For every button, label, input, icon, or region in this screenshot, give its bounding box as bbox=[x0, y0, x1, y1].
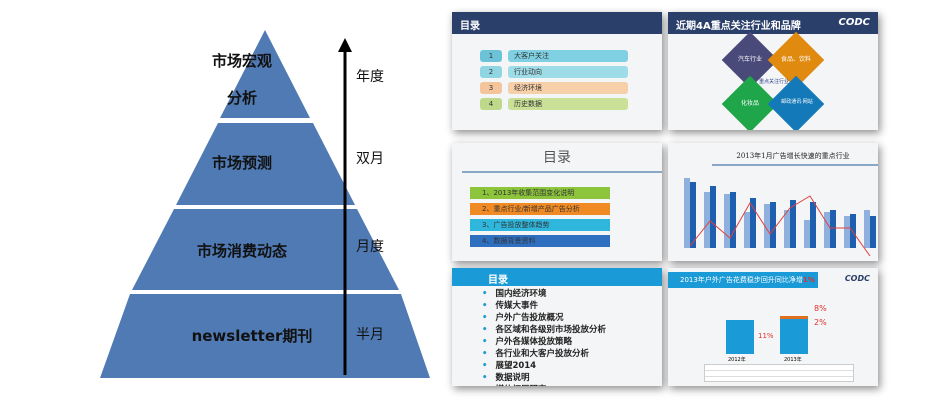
chart-bar bbox=[844, 216, 850, 248]
thumb-title: 目录 bbox=[452, 268, 662, 286]
toc-item: 媒体拓展研究 bbox=[482, 385, 662, 386]
pyramid-diagram bbox=[100, 30, 430, 378]
chart-bar bbox=[784, 210, 790, 248]
chart-bar bbox=[850, 214, 856, 248]
item-label: 3、广告投放整体趋势 bbox=[470, 219, 610, 231]
item-number: 2 bbox=[480, 66, 502, 78]
chart-bar bbox=[724, 194, 730, 248]
toc-item: 展望2014 bbox=[482, 361, 662, 372]
frequency-yearly: 年度 bbox=[356, 69, 384, 85]
item-label: 4、数据背景资料 bbox=[470, 235, 610, 247]
item-label: 2、重点行业/新增产品广告分析 bbox=[470, 203, 610, 215]
item-label: 经济环境 bbox=[508, 82, 628, 94]
toc-item: 户外各媒体投放策略 bbox=[482, 337, 662, 348]
toc-item: 国内经济环境 bbox=[482, 289, 662, 300]
bar-2013 bbox=[780, 318, 808, 354]
level-2-label: 市场预测 bbox=[211, 154, 272, 172]
thumb-title: 目录 bbox=[543, 150, 571, 166]
thumb-title: 近期4A重点关注行业和品牌 bbox=[676, 21, 801, 32]
pyramid-level-1 bbox=[220, 30, 310, 118]
pyramid-level-4 bbox=[100, 294, 430, 378]
toc-item: 数据说明 bbox=[482, 373, 662, 384]
toc-item: 各区域和各级别市场投放分析 bbox=[482, 325, 662, 336]
chart-bar bbox=[770, 202, 776, 248]
level-1-label-line2: 分析 bbox=[226, 89, 257, 107]
highlight-value: 1% bbox=[802, 276, 815, 284]
chart-bar bbox=[870, 216, 876, 248]
frequency-monthly: 月度 bbox=[356, 239, 384, 255]
level-4-label: newsletter期刊 bbox=[191, 327, 313, 345]
chart-bar bbox=[690, 182, 696, 248]
item-number: 4 bbox=[480, 98, 502, 110]
pct-8: 8% bbox=[814, 304, 827, 313]
codc-logo: CODC bbox=[838, 17, 870, 28]
chart-bar bbox=[764, 204, 770, 248]
thumbnail-toc-3: 目录 国内经济环境传媒大事件户外广告投放概况各区域和各级别市场投放分析户外各媒体… bbox=[452, 268, 662, 386]
item-number: 3 bbox=[480, 82, 502, 94]
chart-bar bbox=[710, 186, 716, 248]
frequency-halfmonthly: 半月 bbox=[356, 327, 384, 343]
thumb-title: 目录 bbox=[452, 12, 662, 34]
chart-bar bbox=[824, 212, 830, 248]
codc-logo: CODC bbox=[844, 274, 870, 283]
item-label: 行业动向 bbox=[508, 66, 628, 78]
chart-bar bbox=[804, 220, 810, 248]
toc-item: 户外广告投放概况 bbox=[482, 313, 662, 324]
thumbnail-toc-1: 目录 1 大客户关注 2 行业动向 3 经济环境 4 历史数据 bbox=[452, 12, 662, 130]
pyramid-level-2 bbox=[176, 123, 355, 205]
year-2013: 2013年 bbox=[784, 357, 802, 363]
bar-line-chart bbox=[684, 178, 876, 257]
tile-a: 汽车行业 bbox=[737, 56, 762, 63]
growth-line bbox=[689, 195, 871, 257]
toc-item: 各行业和大客户投放分析 bbox=[482, 349, 662, 360]
chart-bar bbox=[744, 212, 750, 248]
item-label: 历史数据 bbox=[508, 98, 628, 110]
toc-item: 传媒大事件 bbox=[482, 301, 662, 312]
year-2012: 2012年 bbox=[728, 357, 746, 363]
chart-bar bbox=[730, 192, 736, 248]
thumb-title: 2013年户外广告花费稳步回升同比净增 bbox=[680, 276, 803, 284]
level-3-label: 市场消费动态 bbox=[196, 242, 287, 260]
center-label: 重点关注行业 bbox=[758, 79, 789, 85]
level-1-label-line1: 市场宏观 bbox=[211, 52, 272, 70]
thumbnail-toc-2: 目录 1、2013年收集范围变化说明 2、重点行业/新增产品广告分析 3、广告投… bbox=[452, 143, 662, 261]
tile-c: 化妆品 bbox=[740, 100, 759, 107]
chart-bar bbox=[810, 202, 816, 248]
chart-bar bbox=[790, 200, 796, 248]
thumbnail-4a-industries: 近期4A重点关注行业和品牌 CODC 汽车行业 食品、饮料 化妆品 邮政通讯·网站… bbox=[668, 12, 878, 130]
pct-11: 11% bbox=[758, 332, 774, 340]
item-label: 大客户关注 bbox=[508, 50, 628, 62]
thumb-title: 2013年1月广告增长快速的重点行业 bbox=[736, 152, 850, 160]
thumbnail-outdoor-ad: 2013年户外广告花费稳步回升同比净增1% CODC 11% 8% 2% 201… bbox=[668, 268, 878, 386]
item-number: 1 bbox=[480, 50, 502, 62]
bar-2012 bbox=[726, 320, 754, 354]
tile-d: 邮政通讯·网站 bbox=[781, 99, 813, 105]
tile-b: 食品、饮料 bbox=[780, 56, 811, 63]
frequency-bimonthly: 双月 bbox=[356, 151, 384, 167]
chart-bar bbox=[704, 192, 710, 248]
thumbnail-growth-chart: 2013年1月广告增长快速的重点行业 bbox=[668, 143, 878, 261]
chart-bar bbox=[684, 178, 690, 248]
chart-bar bbox=[830, 210, 836, 248]
chart-bar bbox=[864, 210, 870, 248]
chart-bar bbox=[750, 198, 756, 248]
arrow-head-icon bbox=[338, 38, 352, 52]
item-label: 1、2013年收集范围变化说明 bbox=[470, 187, 610, 199]
pct-2: 2% bbox=[814, 318, 827, 327]
pyramid-level-3 bbox=[132, 209, 399, 290]
